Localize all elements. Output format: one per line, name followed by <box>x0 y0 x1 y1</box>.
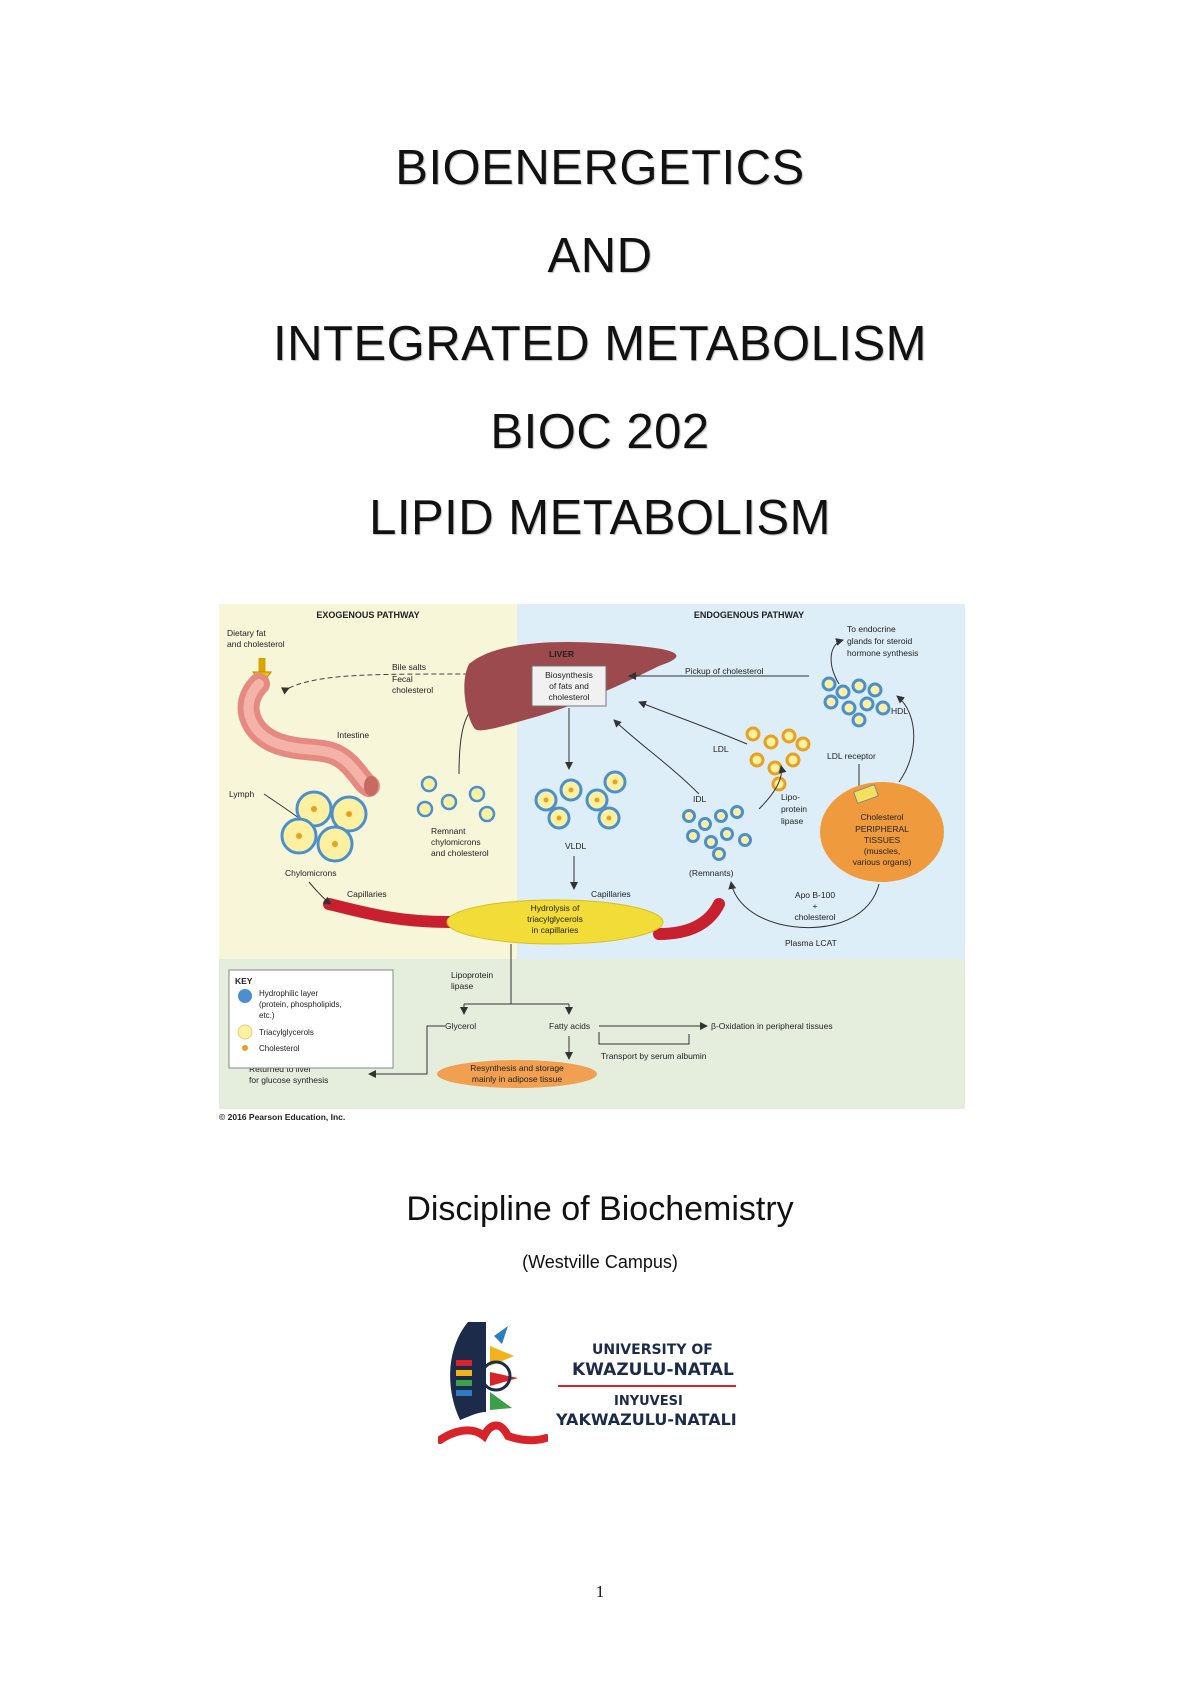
title-line-1: BIOENERGETICS <box>395 141 805 195</box>
resynthesis-ellipse <box>437 1060 597 1088</box>
university-shield-icon <box>438 1322 548 1445</box>
capillaries-right-label: Capillaries <box>591 889 631 899</box>
title-line-3: INTEGRATED METABOLISM <box>273 317 927 371</box>
title-line-4: BIOC 202 <box>490 405 710 459</box>
copyright-label: © 2016 Pearson Education, Inc. <box>219 1112 345 1122</box>
remnant-particles <box>416 775 496 823</box>
logo-line-3: INYUVESI <box>614 1394 683 1409</box>
transport-label: Transport by serum albumin <box>601 1051 707 1061</box>
remnants-label: (Remnants) <box>689 868 734 878</box>
title-line-5: LIPID METABOLISM <box>369 491 831 545</box>
page-number: 1 <box>595 1582 605 1601</box>
idl-particles <box>682 805 752 861</box>
hdl-particles <box>821 676 891 728</box>
logo-line-1: UNIVERSITY OF <box>592 1342 713 1358</box>
liver-label: LIVER <box>549 649 574 659</box>
key-cholesterol: Cholesterol <box>259 1044 300 1053</box>
chylomicron-particles <box>280 790 368 863</box>
logo-line-2: KWAZULU-NATAL <box>572 1360 734 1380</box>
biosynthesis-box <box>531 665 607 707</box>
apo-label: Apo B-100+cholesterol <box>794 890 835 922</box>
fatty-acids-label: Fatty acids <box>549 1021 590 1031</box>
pickup-label: Pickup of cholesterol <box>685 666 764 676</box>
glycerol-label: Glycerol <box>445 1021 476 1031</box>
peripheral-tissues <box>820 782 944 882</box>
capillary-left <box>323 898 455 928</box>
key-box <box>228 969 394 1069</box>
vldl-particles <box>534 770 627 830</box>
vldl-label: VLDL <box>565 841 587 851</box>
key-title: KEY <box>235 976 253 986</box>
key-triacylglycerols: Triacylglycerols <box>259 1028 314 1037</box>
intestine-label: Intestine <box>337 730 369 740</box>
beta-oxidation-label: β-Oxidation in peripheral tissues <box>711 1021 833 1031</box>
capillary-right <box>653 898 725 940</box>
exogenous-header: EXOGENOUS PATHWAY <box>316 610 419 620</box>
discipline-title: Discipline of Biochemistry <box>406 1190 794 1228</box>
hydrolysis-ellipse <box>446 899 664 945</box>
endogenous-header: ENDOGENOUS PATHWAY <box>694 610 804 620</box>
logo-line-4: YAKWAZULU-NATALI <box>556 1410 737 1429</box>
ldl-particles <box>745 726 811 792</box>
ldl-label: LDL <box>713 744 729 754</box>
hdl-label: HDL <box>891 706 908 716</box>
chylomicrons-label: Chylomicrons <box>285 868 337 878</box>
logo-divider <box>558 1385 736 1387</box>
university-logo: UNIVERSITY OF KWAZULU-NATAL INYUVESI YAK… <box>438 1316 738 1452</box>
plasma-lcat-label: Plasma LCAT <box>785 938 837 948</box>
lymph-label: Lymph <box>229 789 254 799</box>
title-line-2: AND <box>547 229 653 283</box>
idl-label: IDL <box>693 794 707 804</box>
ldl-receptor-label: LDL receptor <box>827 751 876 761</box>
capillaries-left-label: Capillaries <box>347 889 387 899</box>
lipid-transport-figure: EXOGENOUS PATHWAY ENDOGENOUS PATHWAY Die… <box>219 604 965 1122</box>
key-hydrophilic: Hydrophilic layer(protein, phospholipids… <box>259 989 342 1020</box>
campus-label: (Westville Campus) <box>522 1252 678 1272</box>
